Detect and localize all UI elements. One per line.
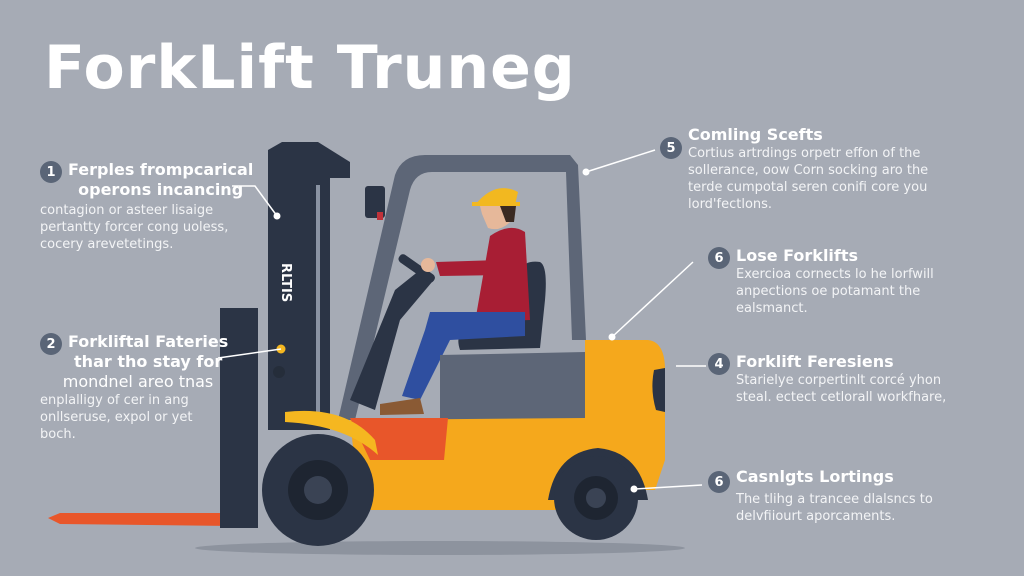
callout-2-body-line: enplalligy of cer in ang — [40, 393, 189, 408]
fork-icon — [48, 513, 232, 526]
callout-1-body-line: pertantty forcer cong uoless, — [40, 220, 229, 235]
callout-5: 5 Comling Scefts Cortius artrdings orpet… — [660, 125, 960, 213]
callout-6a: 6 Lose Forklifts Exercioa cornects lo he… — [708, 246, 968, 317]
badge-4: 4 — [708, 353, 730, 375]
callout-1-title-line1: Ferples frompcarical — [68, 160, 254, 179]
leader-lines — [217, 149, 706, 490]
callout-4: 4 Forklift Feresiens Starielye corpertin… — [708, 352, 968, 406]
operator-arm — [436, 260, 505, 276]
mast-front — [220, 308, 258, 528]
callout-6a-body-line: ealsmanct. — [736, 301, 808, 316]
callout-6a-title: Lose Forklifts — [736, 246, 859, 265]
callout-4-body-line: Starielye corpertinlt corcé yhon — [736, 373, 942, 388]
badge-6b: 6 — [708, 471, 730, 493]
callout-2-title-line2: thar tho stay for — [74, 352, 223, 371]
callout-5-body-line: sollerance, oow Corn socking aro the — [688, 163, 929, 178]
callout-1: 1 Ferples frompcarical operons incancing… — [40, 160, 270, 253]
operator-legs — [402, 312, 525, 400]
operator-boot — [380, 398, 424, 415]
callout-6a-body-line: Exercioa cornects lo he lorfwill — [736, 267, 934, 282]
callout-1-body-line: cocery arevetetings. — [40, 237, 174, 252]
callout-2-title-line1: Forkliftal Fateries — [68, 332, 229, 351]
mast-main — [268, 142, 350, 430]
callout-6a-body-line: anpections oe potamant the — [736, 284, 921, 299]
badge-6a: 6 — [708, 247, 730, 269]
callout-2-body-line: onllseruse, expol or yet — [40, 410, 193, 425]
callout-2-title-line3: mondnel areo tnas — [62, 372, 214, 391]
cabin-frame — [338, 155, 586, 420]
badge-2: 2 — [40, 333, 62, 355]
hardhat-icon — [475, 188, 518, 205]
callout-2: 2 Forkliftal Fateries thar tho stay for … — [40, 332, 230, 443]
ground-shadow — [195, 541, 685, 555]
mast-label: RLTIS — [278, 263, 293, 302]
callout-5-body-line: terde cumpotal seren conifi core you — [688, 180, 928, 195]
callout-6b-title: Casnlgts Lortings — [736, 467, 894, 486]
callout-6b-body-line: The tlihg a trancee dlalsncs to — [736, 492, 933, 507]
badge-1: 1 — [40, 161, 62, 183]
callout-4-title: Forklift Feresiens — [736, 352, 894, 371]
mirror-icon — [365, 186, 385, 218]
callout-6b: 6 Casnlgts Lortings The tlihg a trancee … — [708, 467, 968, 525]
badge-5: 5 — [660, 137, 682, 159]
page-title: ForkLift Truneg — [44, 33, 576, 103]
callout-5-title: Comling Scefts — [688, 125, 823, 144]
callout-4-body-line: steal. ectect cetlorall workfhare, — [736, 390, 947, 405]
steering-column — [350, 270, 432, 410]
callout-1-body-line: contagion or asteer lisaige — [40, 203, 214, 218]
steering-wheel-icon — [398, 254, 435, 283]
callout-6b-body-line: delvfiiourt aporcaments. — [736, 509, 896, 524]
callout-1-title-line2: operons incancing — [78, 180, 244, 199]
callout-5-body-line: lord'fectlons. — [688, 197, 773, 212]
callout-5-body-line: Cortius artrdings orpetr effon of the — [688, 146, 921, 161]
callout-2-body-line: boch. — [40, 427, 76, 442]
